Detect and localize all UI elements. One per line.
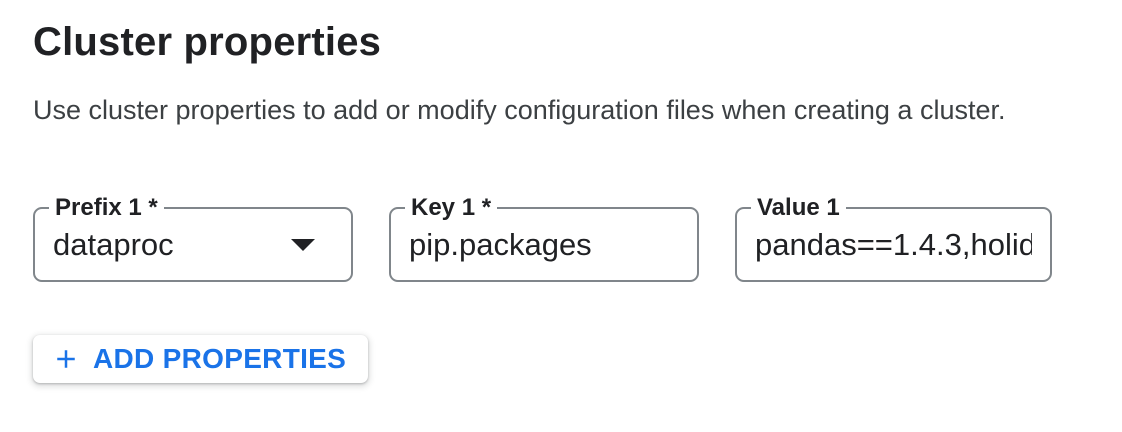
key-field: Key 1 *	[389, 194, 699, 282]
value-label: Value 1	[751, 194, 846, 222]
plus-icon	[51, 344, 81, 374]
key-label: Key 1 *	[405, 194, 498, 222]
prefix-selected-value: dataproc	[53, 226, 174, 262]
value-field: Value 1	[735, 194, 1052, 282]
value-input[interactable]	[755, 226, 1032, 263]
prefix-label: Prefix 1 *	[49, 194, 164, 222]
property-row-1: Prefix 1 * dataproc Key 1 * Value 1	[33, 194, 1122, 282]
arrow-drop-down-icon	[291, 238, 315, 251]
prefix-select[interactable]: Prefix 1 * dataproc	[33, 194, 353, 282]
add-properties-label: ADD PROPERTIES	[93, 343, 347, 374]
page-title: Cluster properties	[33, 20, 382, 64]
cluster-properties-section: Cluster properties Use cluster propertie…	[33, 20, 1122, 383]
add-properties-button[interactable]: ADD PROPERTIES	[33, 335, 369, 383]
page-description: Use cluster properties to add or modify …	[33, 95, 1006, 125]
key-input[interactable]	[409, 226, 679, 263]
